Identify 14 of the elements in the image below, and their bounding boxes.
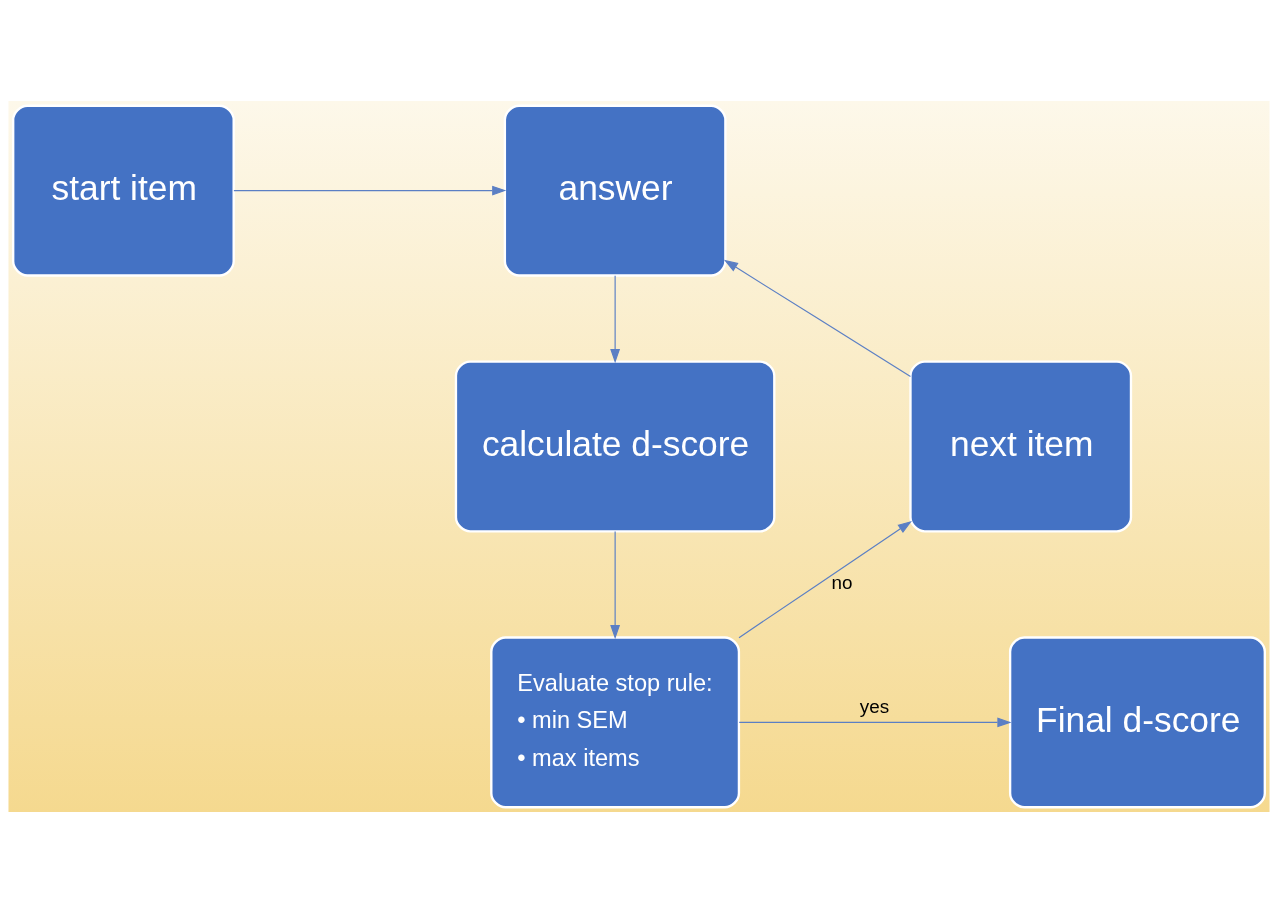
- node-box: start item: [12, 104, 235, 277]
- node-box: Final d-score: [1008, 635, 1266, 808]
- edge-label: no: [831, 571, 853, 593]
- node-box: answer: [503, 104, 727, 277]
- node-box: next item: [909, 359, 1133, 533]
- arrow: [233, 185, 507, 196]
- arrow: [610, 530, 621, 639]
- node-box: Evaluate stop rule: • min SEM • max items: [490, 635, 741, 808]
- arrow: [723, 259, 912, 377]
- node-box: calculate d-score: [454, 359, 776, 533]
- arrow: [610, 274, 621, 363]
- edge-label: yes: [859, 695, 890, 717]
- arrow: [738, 716, 1012, 727]
- arrow: [738, 520, 912, 638]
